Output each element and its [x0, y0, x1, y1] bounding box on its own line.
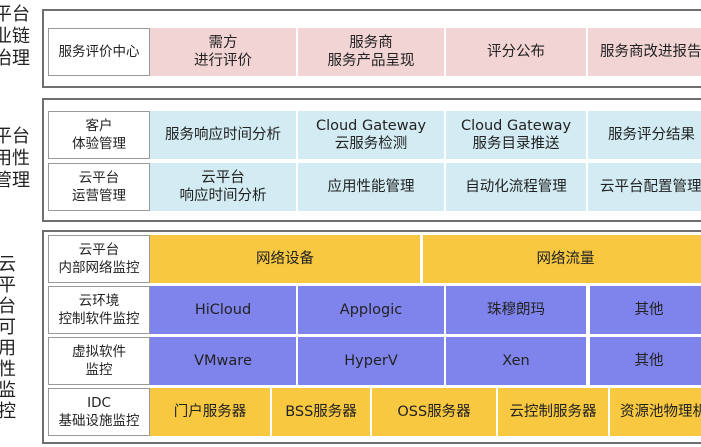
network-device-cell: 网络设备 — [150, 235, 420, 283]
other-virtualization-cell: 其他 — [590, 337, 701, 385]
cloud-control-server-cell: 云控制服务器 — [498, 388, 608, 436]
cloud-gateway-service-detection-cell: Cloud Gateway 云服务检测 — [298, 111, 444, 159]
demand-evaluation-cell: 需方 进行评价 — [150, 28, 296, 76]
provider-improvement-report-cell: 服务商改进报告 — [588, 28, 701, 76]
other-control-software-cell: 其他 — [590, 286, 701, 334]
section-monitoring-side-label: 云 平 台 可 用 性 监 控 — [0, 254, 16, 422]
cloud-platform-operations-label: 云平台 运营管理 — [48, 163, 150, 211]
hyperv-cell: HyperV — [298, 337, 444, 385]
idc-infrastructure-monitor-label: IDC 基础设施监控 — [48, 388, 150, 436]
service-product-presentation-cell: 服务商 服务产品呈现 — [298, 28, 444, 76]
customer-experience-label: 客户 体验管理 — [48, 111, 150, 159]
hicloud-cell: HiCloud — [150, 286, 296, 334]
xen-cell: Xen — [446, 337, 586, 385]
cloud-gateway-catalog-push-cell: Cloud Gateway 服务目录推送 — [446, 111, 586, 159]
vmware-cell: VMware — [150, 337, 296, 385]
score-publication-cell: 评分公布 — [446, 28, 586, 76]
applogic-cell: Applogic — [298, 286, 444, 334]
network-traffic-cell: 网络流量 — [423, 235, 701, 283]
virtualization-monitor-label: 虚拟软件 监控 — [48, 337, 150, 385]
section-supply-chain-side-label: 平台 业链 治理 — [0, 4, 30, 69]
platform-response-time-cell: 云平台 响应时间分析 — [150, 163, 296, 211]
service-response-time-cell: 服务响应时间分析 — [150, 111, 296, 159]
application-performance-cell: 应用性能管理 — [298, 163, 444, 211]
oss-server-cell: OSS服务器 — [372, 388, 496, 436]
section-availability-side-label: 平台 用性 管理 — [0, 126, 30, 191]
service-evaluation-center-label: 服务评价中心 — [48, 28, 150, 76]
automation-workflow-cell: 自动化流程管理 — [446, 163, 586, 211]
platform-config-management-cell: 云平台配置管理 — [588, 163, 701, 211]
portal-server-cell: 门户服务器 — [150, 388, 270, 436]
internal-network-monitor-label: 云平台 内部网络监控 — [48, 235, 150, 283]
service-score-result-cell: 服务评分结果 — [588, 111, 701, 159]
qomolangma-cell: 珠穆朗玛 — [446, 286, 586, 334]
cloud-control-software-monitor-label: 云环境 控制软件监控 — [48, 286, 150, 334]
resource-pool-physical-cell: 资源池物理机 — [610, 388, 701, 436]
bss-server-cell: BSS服务器 — [272, 388, 370, 436]
